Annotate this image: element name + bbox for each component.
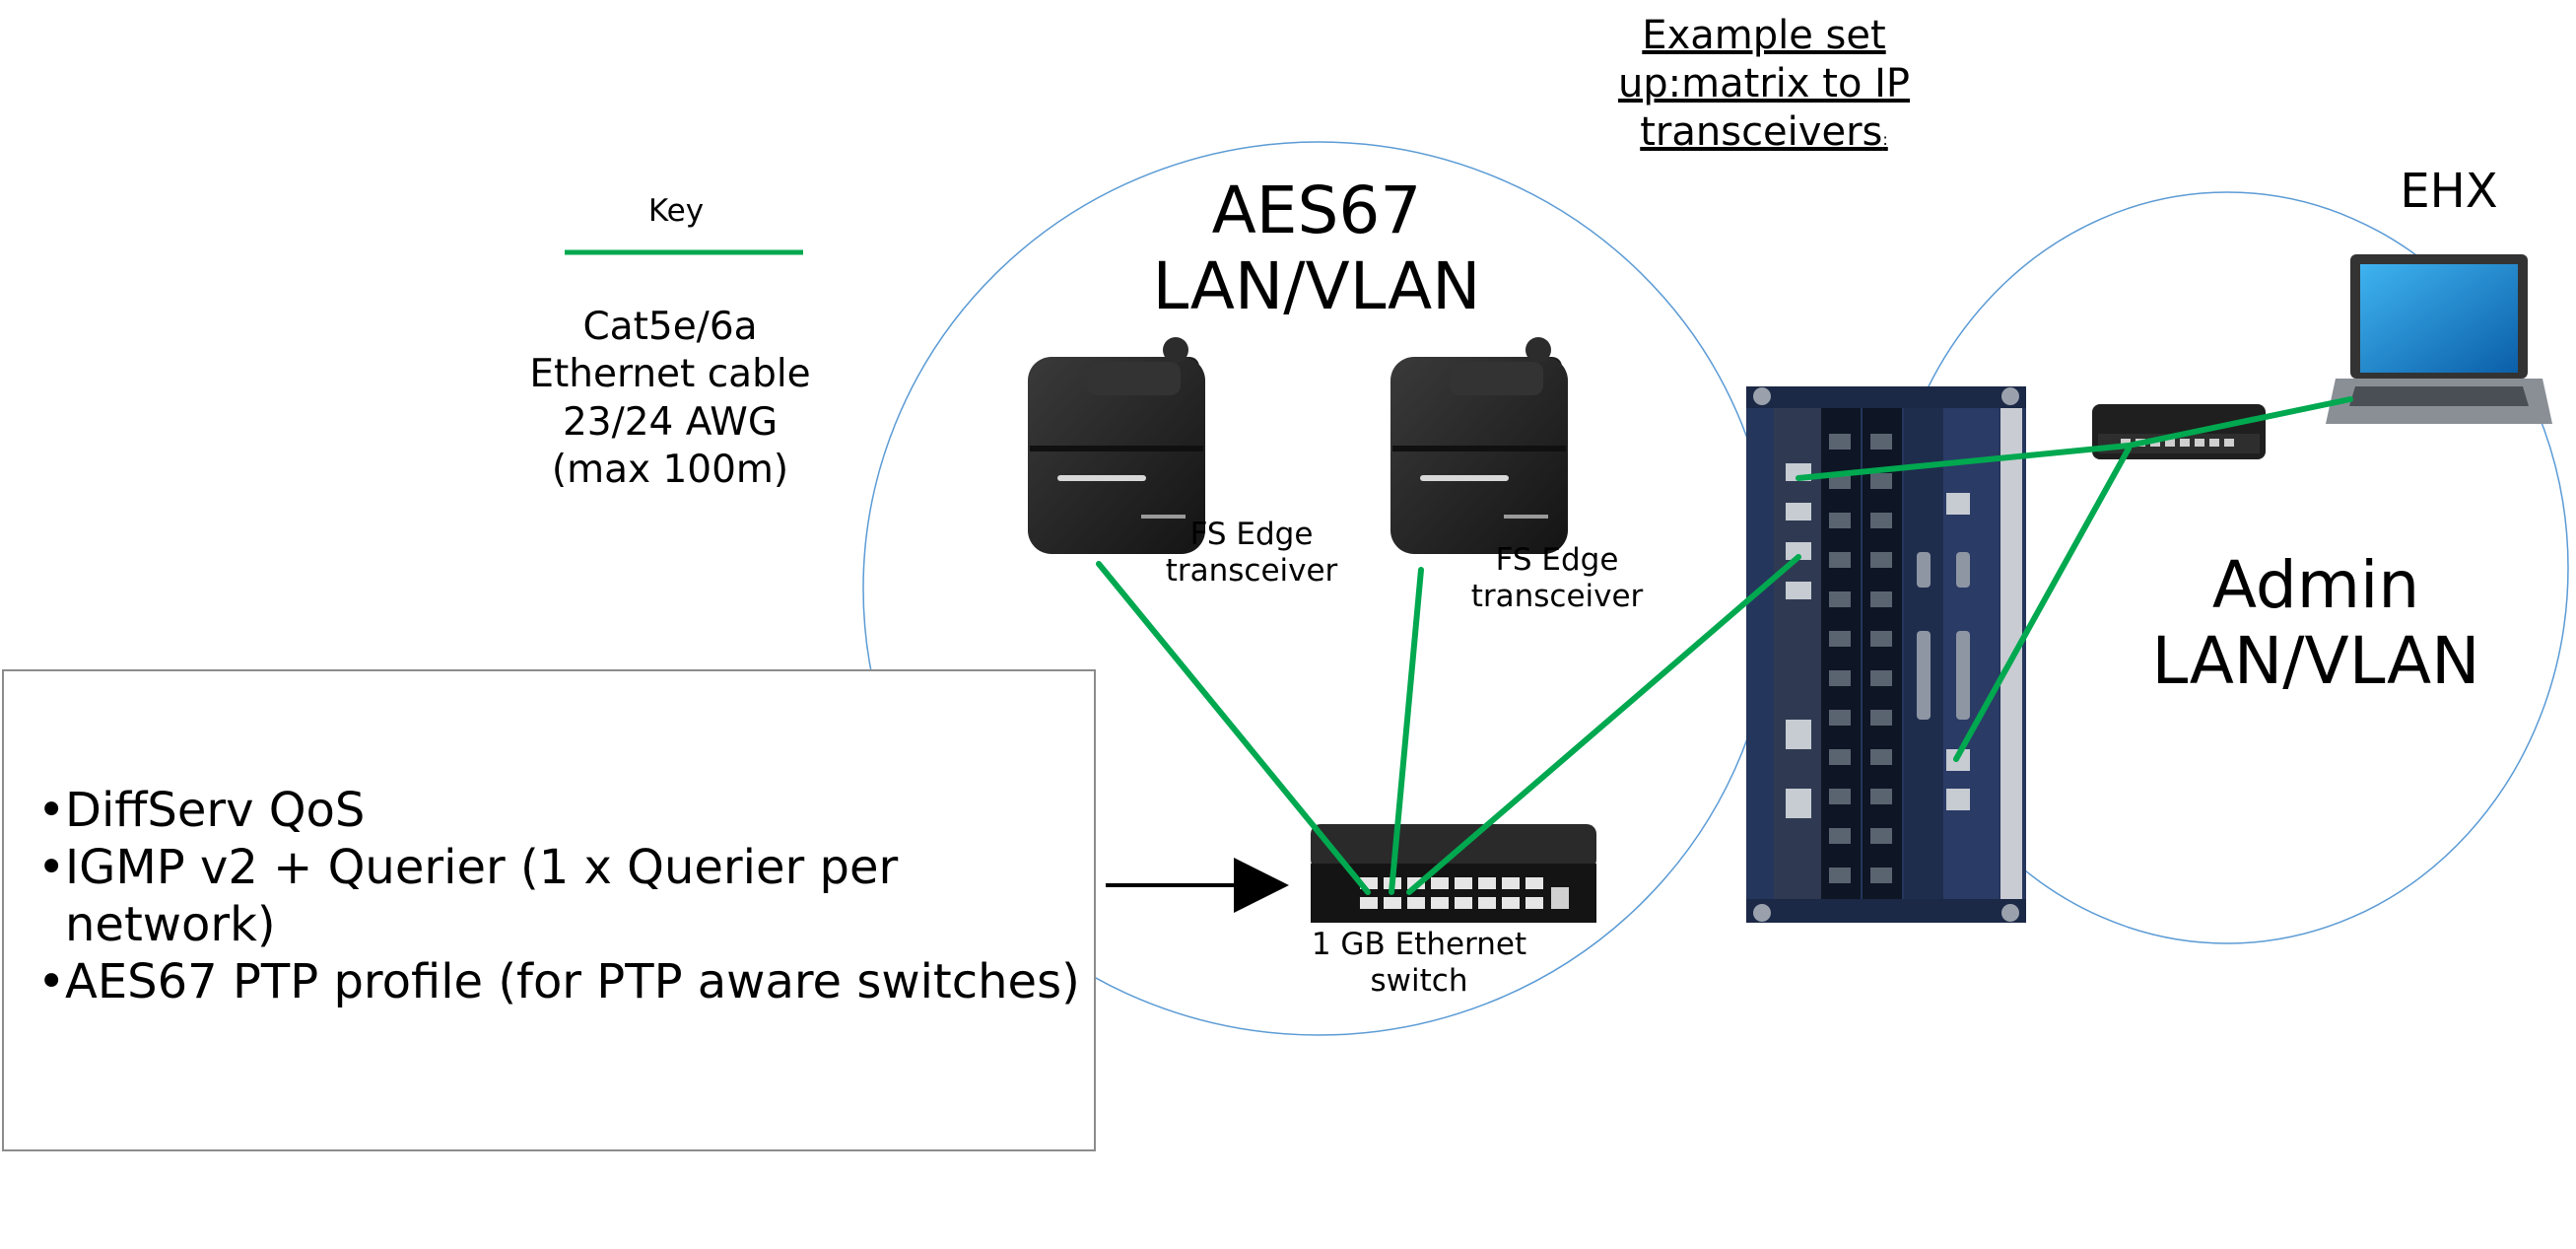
switch-label: 1 GB Ethernet switch	[1311, 927, 1527, 1000]
ethernet-switch-icon	[2092, 404, 2266, 459]
diagram-title: Example set up:matrix to IP transceivers…	[1617, 13, 1911, 155]
ethernet-switch-icon	[1311, 824, 1596, 923]
aes67-zone-label: AES67 LAN/VLAN	[1152, 173, 1481, 324]
requirement-item: AES67 PTP profile (for PTP aware switche…	[37, 953, 1102, 1010]
transceiver-1-label: FS Edge transceiver	[1165, 517, 1338, 590]
cable-lines	[1096, 396, 2353, 895]
laptop-icon	[2326, 254, 2552, 424]
requirement-item: DiffServ QoS	[37, 782, 1102, 839]
matrix-frame-icon	[1746, 386, 2026, 923]
key-description: Cat5e/6a Ethernet cable 23/24 AWG (max 1…	[529, 305, 811, 493]
transceiver-2-label: FS Edge transceiver	[1470, 542, 1644, 615]
cable-admin-switch-to-matrix-lan	[1953, 446, 2132, 762]
cable-admin-switch-to-laptop	[2126, 396, 2353, 449]
transceiver-icon	[1390, 337, 1568, 554]
ehx-label: EHX	[2400, 164, 2498, 219]
cable-transceiver-2	[1389, 567, 1424, 895]
requirements-list: DiffServ QoS IGMP v2 + Querier (1 x Quer…	[37, 782, 1102, 1010]
cable-matrix-to-admin-switch	[1796, 443, 2132, 481]
transceiver-icon	[1028, 337, 1205, 554]
key-label: Key	[647, 193, 705, 229]
cable-transceiver-1	[1096, 561, 1371, 895]
cable-switch-to-matrix	[1406, 554, 1801, 895]
admin-zone-label: Admin LAN/VLAN	[2151, 547, 2480, 699]
requirement-item: IGMP v2 + Querier (1 x Querier per netwo…	[37, 839, 952, 953]
requirements-box: DiffServ QoS IGMP v2 + Querier (1 x Quer…	[2, 669, 1096, 1151]
